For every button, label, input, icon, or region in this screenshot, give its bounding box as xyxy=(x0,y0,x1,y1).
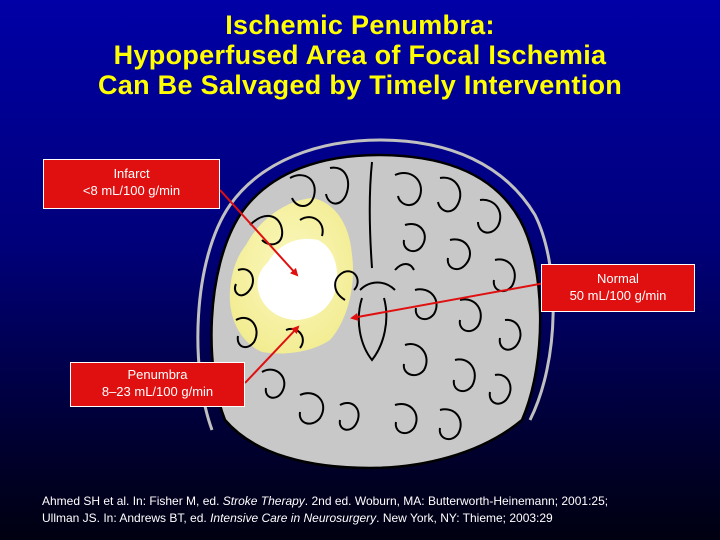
citation-2: Ullman JS. In: Andrews BT, ed. Intensive… xyxy=(42,510,712,527)
infarct-arrow xyxy=(219,189,299,277)
citation-1-pre: Ahmed SH et al. In: Fisher M, ed. xyxy=(42,494,220,508)
penumbra-label: Penumbra 8–23 mL/100 g/min xyxy=(70,362,245,407)
normal-arrow xyxy=(350,282,546,321)
ventricles xyxy=(357,263,415,362)
normal-label: Normal 50 mL/100 g/min xyxy=(541,264,695,312)
citation-2-post: . New York, NY: Thieme; 2003:29 xyxy=(376,511,553,525)
infarct-region xyxy=(257,238,338,320)
title-line-2: Hypoperfused Area of Focal Ischemia xyxy=(113,40,607,70)
infarct-label: Infarct <8 mL/100 g/min xyxy=(43,159,220,209)
citation-2-title: Intensive Care in Neurosurgery xyxy=(210,511,377,525)
title-line-3: Can Be Salvaged by Timely Intervention xyxy=(97,70,623,100)
normal-label-value: 50 mL/100 g/min xyxy=(569,288,667,303)
citation-1-post: . 2nd ed. Woburn, MA: Butterworth-Heinem… xyxy=(304,494,609,508)
citations: Ahmed SH et al. In: Fisher M, ed. Stroke… xyxy=(42,493,712,527)
penumbra-label-name: Penumbra xyxy=(127,367,188,382)
citation-1: Ahmed SH et al. In: Fisher M, ed. Stroke… xyxy=(42,493,712,510)
citation-2-pre: Ullman JS. In: Andrews BT, ed. xyxy=(42,511,207,525)
penumbra-arrow xyxy=(244,325,300,384)
penumbra-label-value: 8–23 mL/100 g/min xyxy=(101,384,214,399)
slide-title: Ischemic Penumbra: Hypoperfused Area of … xyxy=(0,10,720,100)
title-line-1: Ischemic Penumbra: xyxy=(225,10,495,40)
citation-1-title: Stroke Therapy xyxy=(222,494,305,508)
normal-label-name: Normal xyxy=(597,271,639,286)
infarct-label-value: <8 mL/100 g/min xyxy=(82,183,181,198)
interhemispheric-fissure xyxy=(368,161,373,269)
gyri-folds xyxy=(234,166,522,441)
infarct-label-name: Infarct xyxy=(113,166,150,181)
